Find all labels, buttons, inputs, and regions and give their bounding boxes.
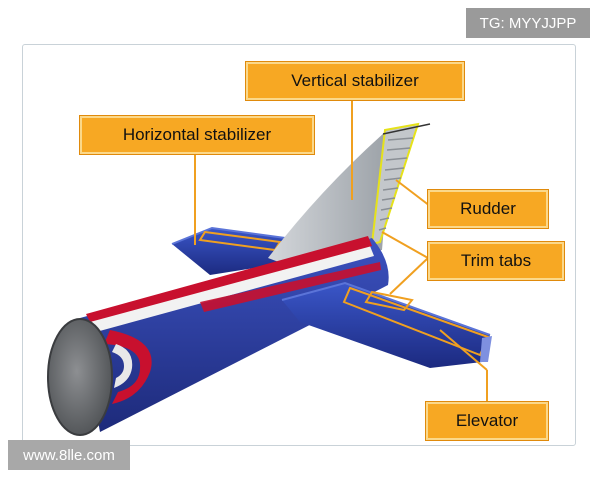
fin-antenna — [382, 123, 431, 135]
vertical-stabilizer-label: Vertical stabilizer — [246, 62, 464, 100]
leader-trim-tab-1 — [381, 231, 429, 259]
elevator-label: Elevator — [426, 402, 548, 440]
fuselage-red-stripe — [86, 236, 372, 322]
fuselage-red-stripe-lower — [200, 262, 381, 312]
right-horizontal-stabilizer — [282, 283, 490, 368]
fuselage-white-stripe — [90, 246, 374, 332]
elevator-outline — [342, 286, 490, 357]
trim-tabs-label: Trim tabs — [428, 242, 564, 280]
fuselage-swoosh-white — [112, 344, 133, 388]
fuselage — [80, 238, 389, 432]
fuselage-end-cap — [47, 318, 113, 436]
stabilizer-tip — [480, 336, 492, 362]
left-stabilizer-edge — [171, 226, 301, 245]
watermark-top: TG: MYYJJPP — [466, 8, 590, 38]
rudder-shape — [370, 122, 420, 246]
rudder-label: Rudder — [428, 190, 548, 228]
rudder-ribs — [378, 137, 414, 231]
vertical-stabilizer-shape — [268, 128, 392, 270]
watermark-bottom: www.8lle.com — [8, 440, 130, 470]
fuselage-swoosh — [104, 330, 152, 404]
leader-elevator-diag — [439, 329, 488, 371]
right-stabilizer-top-edge — [281, 281, 491, 336]
leader-rudder — [395, 179, 431, 207]
leader-trim-tab-2 — [389, 257, 429, 295]
leader-lines — [194, 98, 488, 405]
trim-tab-outline — [364, 290, 414, 312]
horizontal-stabilizer-label: Horizontal stabilizer — [80, 116, 314, 154]
